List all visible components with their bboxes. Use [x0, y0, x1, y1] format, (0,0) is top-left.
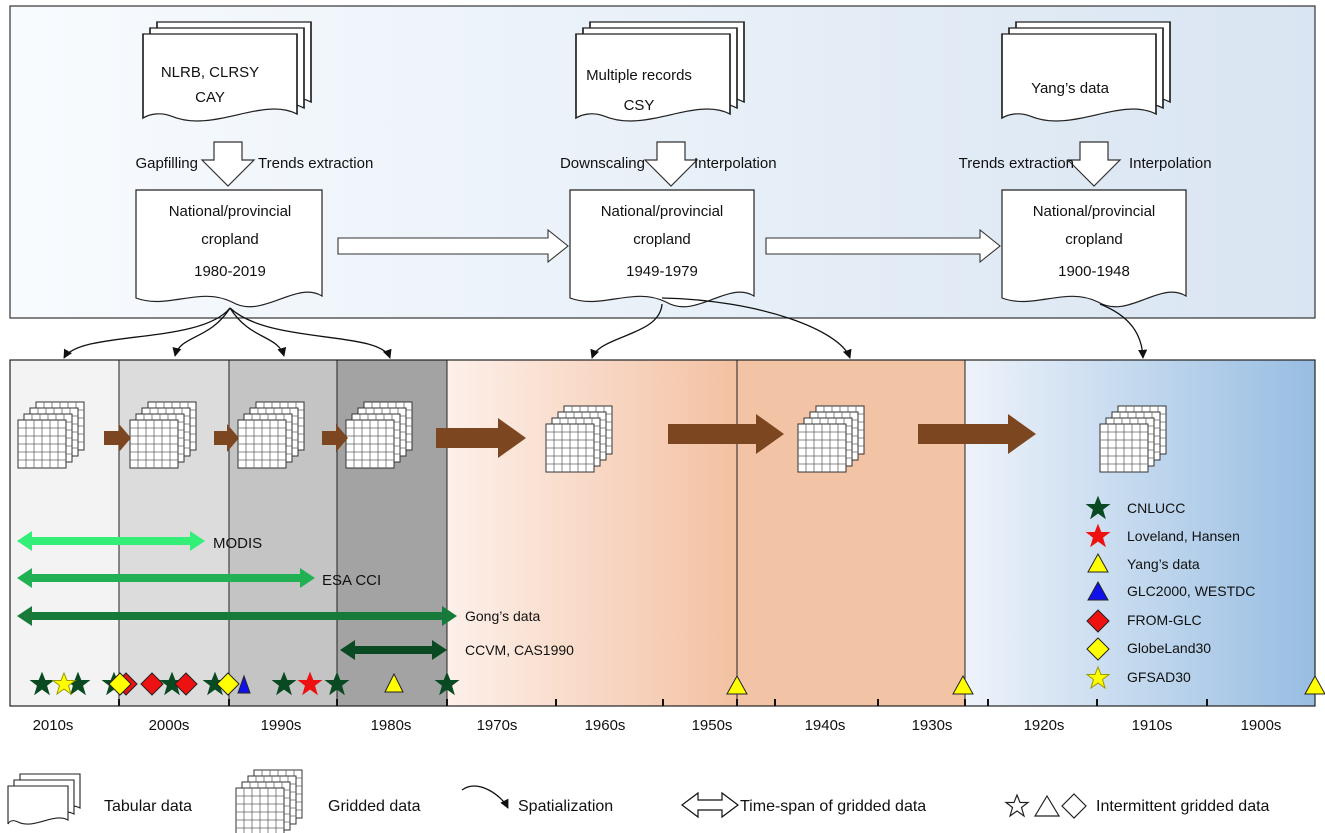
down-arrow [643, 141, 699, 187]
legend-label: CNLUCC [1127, 500, 1185, 516]
target-line-2: cropland [633, 231, 691, 248]
time-span-ccvm: CCVM, CAS1990 [340, 640, 574, 660]
time-span-esa-cci: ESA CCI [17, 568, 381, 589]
hollow-diamond-icon [1061, 793, 1087, 819]
target-line-3: 1949-1979 [626, 263, 698, 280]
brown-arrows [104, 414, 1036, 458]
legend-time-span-label: Time-span of gridded data [740, 798, 926, 815]
source-group-1: NLRB, CLRSY CAY Gapfilling Trends extrac… [135, 21, 373, 308]
legend-intermittent-label: Intermittent gridded data [1096, 798, 1270, 815]
tabular-source-icon [1001, 21, 1171, 122]
red-diamond-icon [1086, 609, 1110, 633]
source-line-1: NLRB, CLRSY [161, 64, 259, 81]
decade-label: 1990s [261, 717, 302, 734]
time-span-arrow [17, 568, 315, 588]
left-method-label: Downscaling [560, 155, 645, 172]
legend-label: FROM-GLC [1127, 612, 1202, 628]
left-method-label: Gapfilling [135, 155, 198, 172]
decade-label: 1900s [1241, 717, 1282, 734]
flow-arrow [765, 228, 1001, 264]
down-arrow [200, 141, 256, 187]
decade-label: 1950s [692, 717, 733, 734]
gridded-data-icon [236, 770, 302, 833]
source-line-2: CAY [195, 89, 225, 106]
blue-triangle-icon [1087, 580, 1109, 601]
cropland-document [135, 189, 323, 308]
axis-ticks [118, 699, 1208, 706]
yellow-diamond-icon [1086, 637, 1110, 661]
source-line-1: Multiple records [586, 67, 692, 84]
target-line-3: 1980-2019 [194, 263, 266, 280]
hollow-star-icon [1005, 794, 1029, 817]
source-line-2: CSY [624, 97, 655, 114]
target-line-3: 1900-1948 [1058, 263, 1130, 280]
time-span-arrow [340, 640, 447, 660]
cropland-document [569, 189, 755, 308]
legend-tabular-label: Tabular data [104, 798, 192, 815]
legend-label: Loveland, Hansen [1127, 528, 1240, 544]
target-line-2: cropland [1065, 231, 1123, 248]
time-span-modis: MODIS [17, 531, 262, 552]
decade-label: 2000s [149, 717, 190, 734]
time-span-arrows: MODIS ESA CCI Gong’s data CCVM, CAS1990 [17, 531, 574, 660]
decade-label: 1980s [371, 717, 412, 734]
target-line-1: National/provincial [601, 203, 724, 220]
time-span-label: Gong’s data [465, 608, 540, 624]
bottom-legend: Tabular data Gridded data Spatialization… [7, 770, 1270, 833]
flow-arrow [337, 228, 569, 264]
legend-label: GLC2000, WESTDC [1127, 583, 1255, 599]
tabular-data-icon [7, 773, 81, 825]
decade-label: 1930s [912, 717, 953, 734]
cropland-document [1001, 189, 1187, 308]
decade-label: 1910s [1132, 717, 1173, 734]
legend-gridded-label: Gridded data [328, 798, 421, 815]
time-span-label: ESA CCI [322, 572, 381, 589]
down-arrow [1066, 141, 1122, 187]
left-method-label: Trends extraction [959, 155, 1074, 172]
target-line-1: National/provincial [169, 203, 292, 220]
decade-label: 1920s [1024, 717, 1065, 734]
decade-label: 2010s [33, 717, 74, 734]
time-span-arrow [17, 531, 205, 551]
legend-spatialization-label: Spatialization [518, 798, 613, 815]
legend-label: Yang’s data [1127, 556, 1200, 572]
timeline-panel [9, 359, 1316, 707]
yellow-triangle-icon [1087, 552, 1109, 573]
intermittent-markers [30, 672, 1325, 696]
spatialization-curves [63, 297, 1148, 359]
right-method-label: Interpolation [694, 155, 777, 172]
hollow-triangle-icon [1033, 794, 1061, 817]
source-group-3: Yang’s data Trends extraction Interpolat… [959, 21, 1212, 308]
source-line-1: Yang’s data [1031, 80, 1109, 97]
decade-label: 1940s [805, 717, 846, 734]
marker-legend: CNLUCC Loveland, Hansen Yang’s data GLC2… [1086, 496, 1255, 689]
time-span-gong: Gong’s data [17, 606, 540, 626]
double-arrow-icon [681, 791, 739, 819]
target-line-1: National/provincial [1033, 203, 1156, 220]
target-line-2: cropland [201, 231, 259, 248]
source-group-2: Multiple records CSY Downscaling Interpo… [560, 21, 777, 308]
legend-label: GFSAD30 [1127, 669, 1191, 685]
time-span-label: CCVM, CAS1990 [465, 642, 574, 658]
legend-label: GlobeLand30 [1127, 640, 1211, 656]
decade-label: 1970s [477, 717, 518, 734]
decade-label: 1960s [585, 717, 626, 734]
time-span-arrow [17, 606, 457, 626]
time-span-label: MODIS [213, 535, 262, 552]
right-method-label: Trends extraction [258, 155, 373, 172]
spatialization-icon [461, 785, 509, 809]
right-method-label: Interpolation [1129, 155, 1212, 172]
decade-labels: 2010s 2000s 1990s 1980s 1970s 1960s 1950… [33, 717, 1282, 734]
